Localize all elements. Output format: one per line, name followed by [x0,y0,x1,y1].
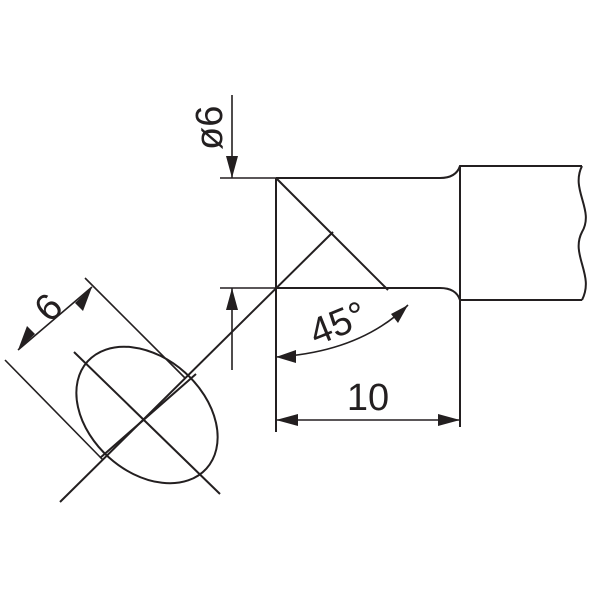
length-arrow-right [438,414,460,426]
length-dimension: 10 [276,377,460,426]
diameter-label: ø6 [189,106,231,150]
bevel-lines [59,177,389,503]
tip-face-view [73,345,221,495]
diameter-arrow-bottom [226,288,238,310]
angle-arrow-left [276,350,296,363]
diameter-dimension: ø6 [189,95,276,370]
face-width-label: 6 [27,286,72,331]
angle-label: 45° [304,294,373,354]
tip-body-outline [275,165,587,432]
face-width-arrow-top [75,287,92,311]
angle-arrow-right [391,305,408,323]
length-arrow-left [276,414,298,426]
length-label: 10 [347,377,389,419]
diameter-arrow-top [226,156,238,178]
face-width-arrow-bottom [18,326,35,350]
angle-dimension: 45° [275,294,409,363]
